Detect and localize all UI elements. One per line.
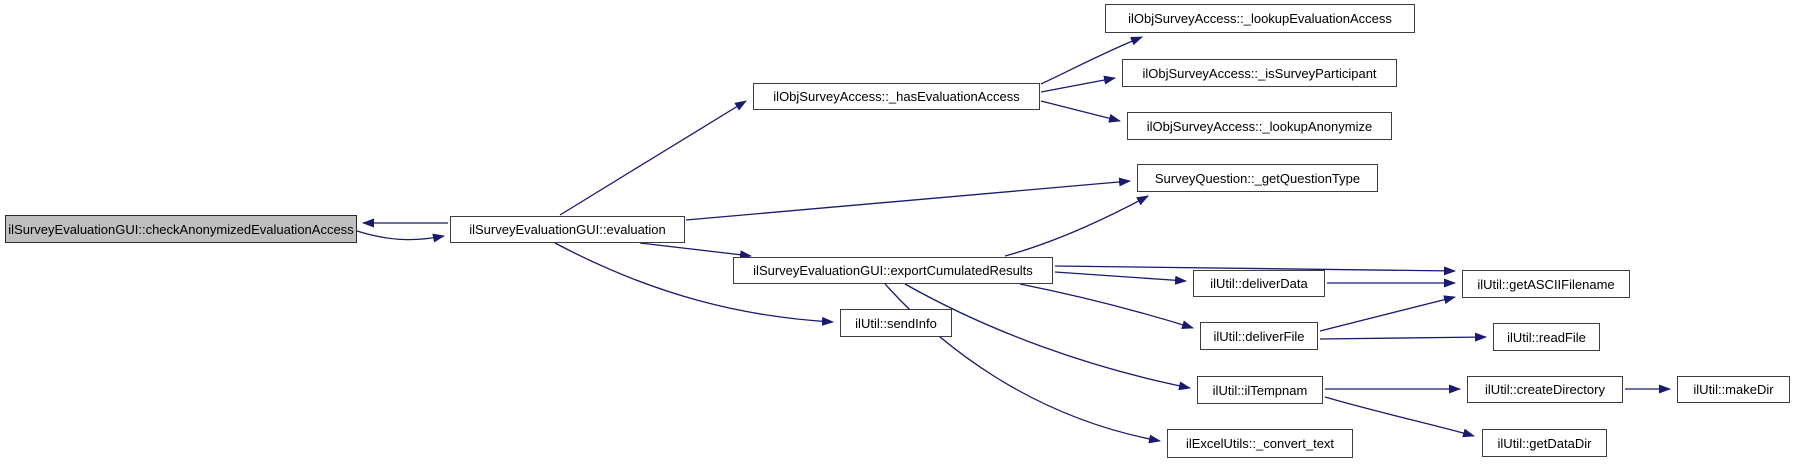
node-is-survey-participant[interactable]: ilObjSurveyAccess::_isSurveyParticipant [1122,59,1397,87]
edge-export-to-get-question-type [1004,195,1149,257]
edge-has-evaluation-access-to-lookup-anonymize [1040,100,1121,123]
node-check-anonymized-evaluation-access: ilSurveyEvaluationGUI::checkAnonymizedEv… [5,215,357,243]
node-il-tempnam[interactable]: ilUtil::ilTempnam [1197,376,1323,404]
edge-deliver-file-to-read-file [1319,332,1487,342]
node-convert-text[interactable]: ilExcelUtils::_convert_text [1167,429,1353,458]
edge-export-to-deliver-data [1054,271,1187,285]
node-has-evaluation-access[interactable]: ilObjSurveyAccess::_hasEvaluationAccess [753,83,1040,110]
node-evaluation[interactable]: ilSurveyEvaluationGUI::evaluation [450,216,685,243]
node-send-info[interactable]: ilUtil::sendInfo [840,309,952,337]
edge-check-to-evaluation [356,230,445,243]
edge-evaluation-to-get-question-type [685,177,1131,221]
node-make-dir[interactable]: ilUtil::makeDir [1677,376,1790,403]
node-get-data-dir[interactable]: ilUtil::getDataDir [1482,429,1607,457]
edge-evaluation-to-has-evaluation-access [559,100,747,216]
node-read-file[interactable]: ilUtil::readFile [1493,323,1600,351]
edge-export-to-deliver-file [1019,283,1194,330]
node-lookup-evaluation-access[interactable]: ilObjSurveyAccess::_lookupEvaluationAcce… [1105,4,1415,33]
node-get-ascii-filename[interactable]: ilUtil::getASCIIFilename [1462,270,1630,298]
edge-evaluation-to-export [639,242,752,260]
edge-has-evaluation-access-to-is-survey-participant [1040,75,1116,93]
node-create-directory[interactable]: ilUtil::createDirectory [1467,376,1623,403]
edge-evaluation-to-send-info [554,242,834,326]
node-export-cumulated-results[interactable]: ilSurveyEvaluationGUI::exportCumulatedRe… [733,257,1053,284]
edge-has-evaluation-access-to-lookup-evaluation-access [1040,36,1143,85]
node-get-question-type[interactable]: SurveyQuestion::_getQuestionType [1137,164,1378,192]
edge-deliver-file-to-get-ascii-filename [1319,295,1456,332]
node-lookup-anonymize[interactable]: ilObjSurveyAccess::_lookupAnonymize [1127,112,1392,140]
edge-export-to-get-ascii-filename [1054,265,1456,276]
edge-export-to-il-tempnam [904,283,1191,391]
edge-il-tempnam-to-get-data-dir [1324,396,1475,438]
edge-export-to-convert-text [884,283,1161,444]
node-deliver-data[interactable]: ilUtil::deliverData [1193,270,1325,297]
node-deliver-file[interactable]: ilUtil::deliverFile [1200,322,1318,350]
